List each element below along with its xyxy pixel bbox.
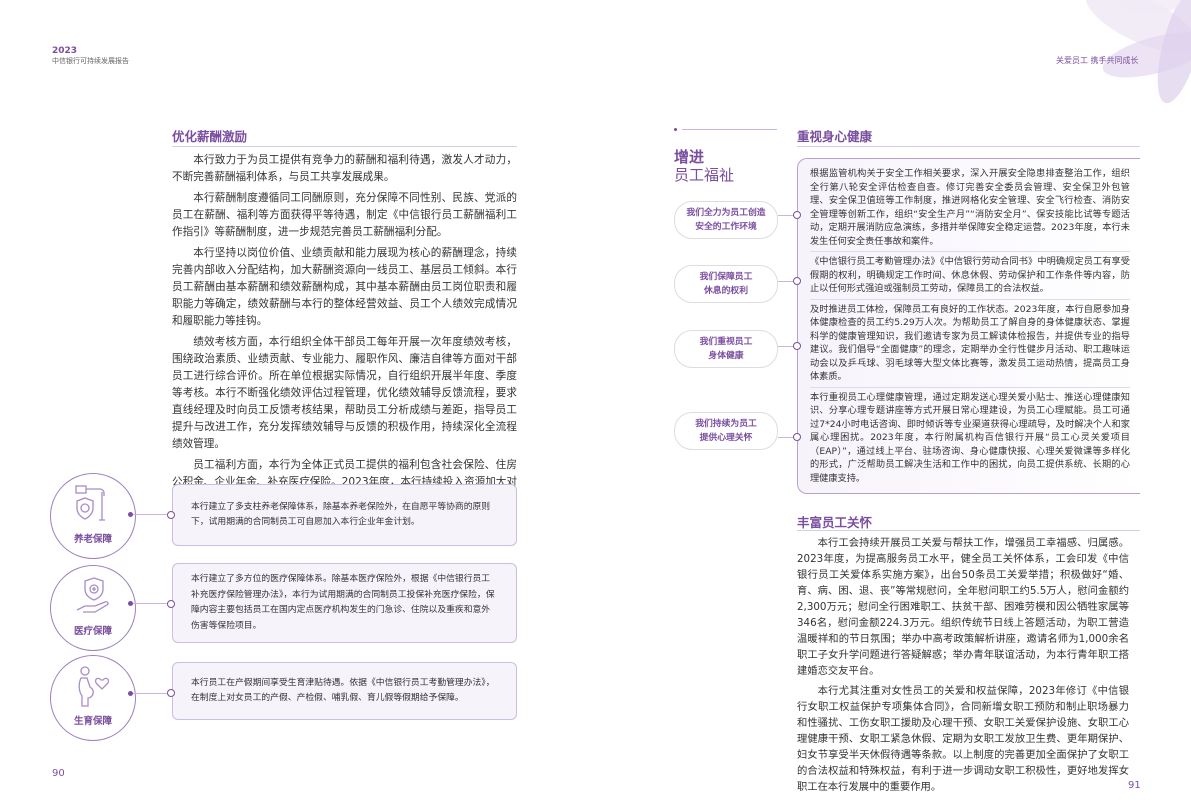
connector-line (778, 437, 794, 438)
flower-decoration-icon (1085, 0, 1191, 104)
connector-ring (793, 211, 801, 219)
benefit-text: 本行员工在产假期间享受生育津贴待遇。依据《中信银行员工考勤管理办法》，在制度上对… (191, 677, 495, 704)
sidebar-dot (674, 128, 677, 131)
paragraph: 本行尤其注重对女性员工的关爱和权益保障，2023年修订《中信银行女职工权益保护专… (797, 685, 1129, 793)
benefit-maternity-card: 本行员工在产假期间享受生育津贴待遇。依据《中信银行员工考勤管理办法》，在制度上对… (172, 662, 517, 720)
report-title: 中信银行可持续发展报告 (52, 57, 129, 65)
connector-line (133, 514, 167, 515)
connector-ring (793, 342, 801, 350)
page-number-right: 91 (1128, 780, 1141, 791)
paragraph: 本行坚持以岗位价值、业绩贡献和能力展现为核心的薪酬理念，持续完善内部收入分配结构… (172, 247, 517, 327)
pill-text: 我们持续为员工 (695, 419, 757, 429)
health-safety-text: 根据监管机构关于安全工作相关要求，深入开展安全隐患排查整治工作，组织全行第八轮安… (810, 168, 1130, 247)
benefit-medical-card: 本行建立了多方位的医疗保障体系。除基本医疗保险外，根据《中信银行员工补充医疗保险… (172, 563, 517, 643)
connector-line (778, 281, 794, 282)
connector-ring (167, 511, 175, 519)
pill-text: 提供心理关怀 (699, 433, 753, 443)
benefit-pension-badge: 养老保障 (50, 473, 136, 559)
paragraph: 绩效考核方面，本行组织全体干部员工每年开展一次年度绩效考核，围绕政治素质、业绩贡… (172, 336, 517, 450)
health-mental-text: 本行重视员工心理健康管理，通过定期发送心理关爱小贴士、推送心理健康知识、分享心理… (810, 391, 1130, 484)
connector-line (133, 693, 167, 694)
page-number-left: 90 (52, 768, 65, 779)
benefit-pension-card: 本行建立了多支柱养老保障体系，除基本养老保险外，在自愿平等协商的原则下，试用期满… (172, 484, 517, 546)
benefit-text: 本行建立了多方位的医疗保障体系。除基本医疗保险外，根据《中信银行员工补充医疗保险… (191, 574, 495, 631)
pill-safe-workplace: 我们全力为员工创造安全的工作环境 (674, 201, 778, 239)
connector-line (778, 215, 794, 216)
connector-dot (128, 601, 133, 606)
pill-text: 我们保障员工 (699, 272, 753, 282)
divider (797, 146, 1140, 147)
pill-text: 安全的工作环境 (695, 222, 757, 232)
health-checkup-text: 及时推进员工体检，保障员工有良好的工作状态。2023年度，本行自愿参加身体健康检… (810, 303, 1130, 383)
benefit-label: 医疗保障 (73, 626, 112, 637)
section-title-compensation: 优化薪酬激励 (172, 129, 248, 144)
connector-ring (167, 600, 175, 608)
care-body: 本行工会持续开展员工关爱与帮扶工作，增强员工幸福感、归属感。2023年度，为提高… (797, 535, 1129, 799)
pill-text: 我们重视员工 (699, 337, 753, 347)
pill-text: 休息的权利 (704, 286, 748, 296)
connector-ring (793, 433, 801, 441)
pill-physical-health: 我们重视员工身体健康 (674, 330, 778, 368)
section-title-health: 重视身心健康 (797, 129, 873, 144)
benefit-label: 生育保障 (73, 716, 112, 727)
connector-line (133, 603, 167, 604)
divider (810, 386, 1130, 388)
connector-dot (128, 691, 133, 696)
connector-ring (167, 689, 175, 697)
section-title-care: 丰富员工关怀 (797, 515, 873, 530)
sidebar-title-bold: 增进 (674, 148, 705, 166)
pregnant-heart-icon (78, 666, 110, 707)
divider (172, 146, 517, 147)
compensation-body: 本行致力于为员工提供有竞争力的薪酬和福利待遇，激发人才动力，不断完善薪酬福利体系… (172, 152, 517, 512)
benefit-maternity-badge: 生育保障 (50, 655, 136, 741)
divider (797, 530, 1140, 531)
paragraph: 本行工会持续开展员工关爱与帮扶工作，增强员工幸福感、归属感。2023年度，为提高… (797, 537, 1129, 677)
paragraph: 本行致力于为员工提供有竞争力的薪酬和福利待遇，激发人才动力，不断完善薪酬福利体系… (172, 154, 517, 183)
divider (810, 251, 1130, 252)
connector-line (778, 346, 794, 347)
benefit-text: 本行建立了多支柱养老保障体系，除基本养老保险外，在自愿平等协商的原则下，试用期满… (191, 501, 491, 528)
sidebar-title-light: 员工福祉 (674, 166, 735, 184)
health-panel: 根据监管机构关于安全工作相关要求，深入开展安全隐患排查整治工作，组织全行第八轮安… (797, 158, 1140, 494)
benefit-label: 养老保障 (73, 534, 112, 545)
divider (810, 298, 1130, 300)
medical-hand-shield-icon (76, 577, 109, 613)
paragraph: 本行薪酬制度遵循同工同酬原则，充分保障不同性别、民族、党派的员工在薪酬、福利等方… (172, 192, 517, 238)
health-rest-text: 《中信银行员工考勤管理办法》《中信银行劳动合同书》中明确规定员工有享受假期的权利… (810, 256, 1130, 294)
pill-rest-rights: 我们保障员工休息的权利 (674, 265, 778, 303)
connector-dot (128, 512, 133, 517)
connector-ring (793, 277, 801, 285)
sidebar-rule (682, 129, 777, 130)
pill-text: 我们全力为员工创造 (686, 208, 766, 218)
report-year: 2023 (52, 46, 78, 56)
section-tagline: 关爱员工 携手共同成长 (1056, 56, 1139, 65)
benefit-medical-badge: 医疗保障 (50, 565, 136, 651)
pill-mental-care: 我们持续为员工提供心理关怀 (674, 412, 778, 450)
pension-shield-icon (75, 485, 105, 521)
pill-text: 身体健康 (708, 351, 744, 361)
